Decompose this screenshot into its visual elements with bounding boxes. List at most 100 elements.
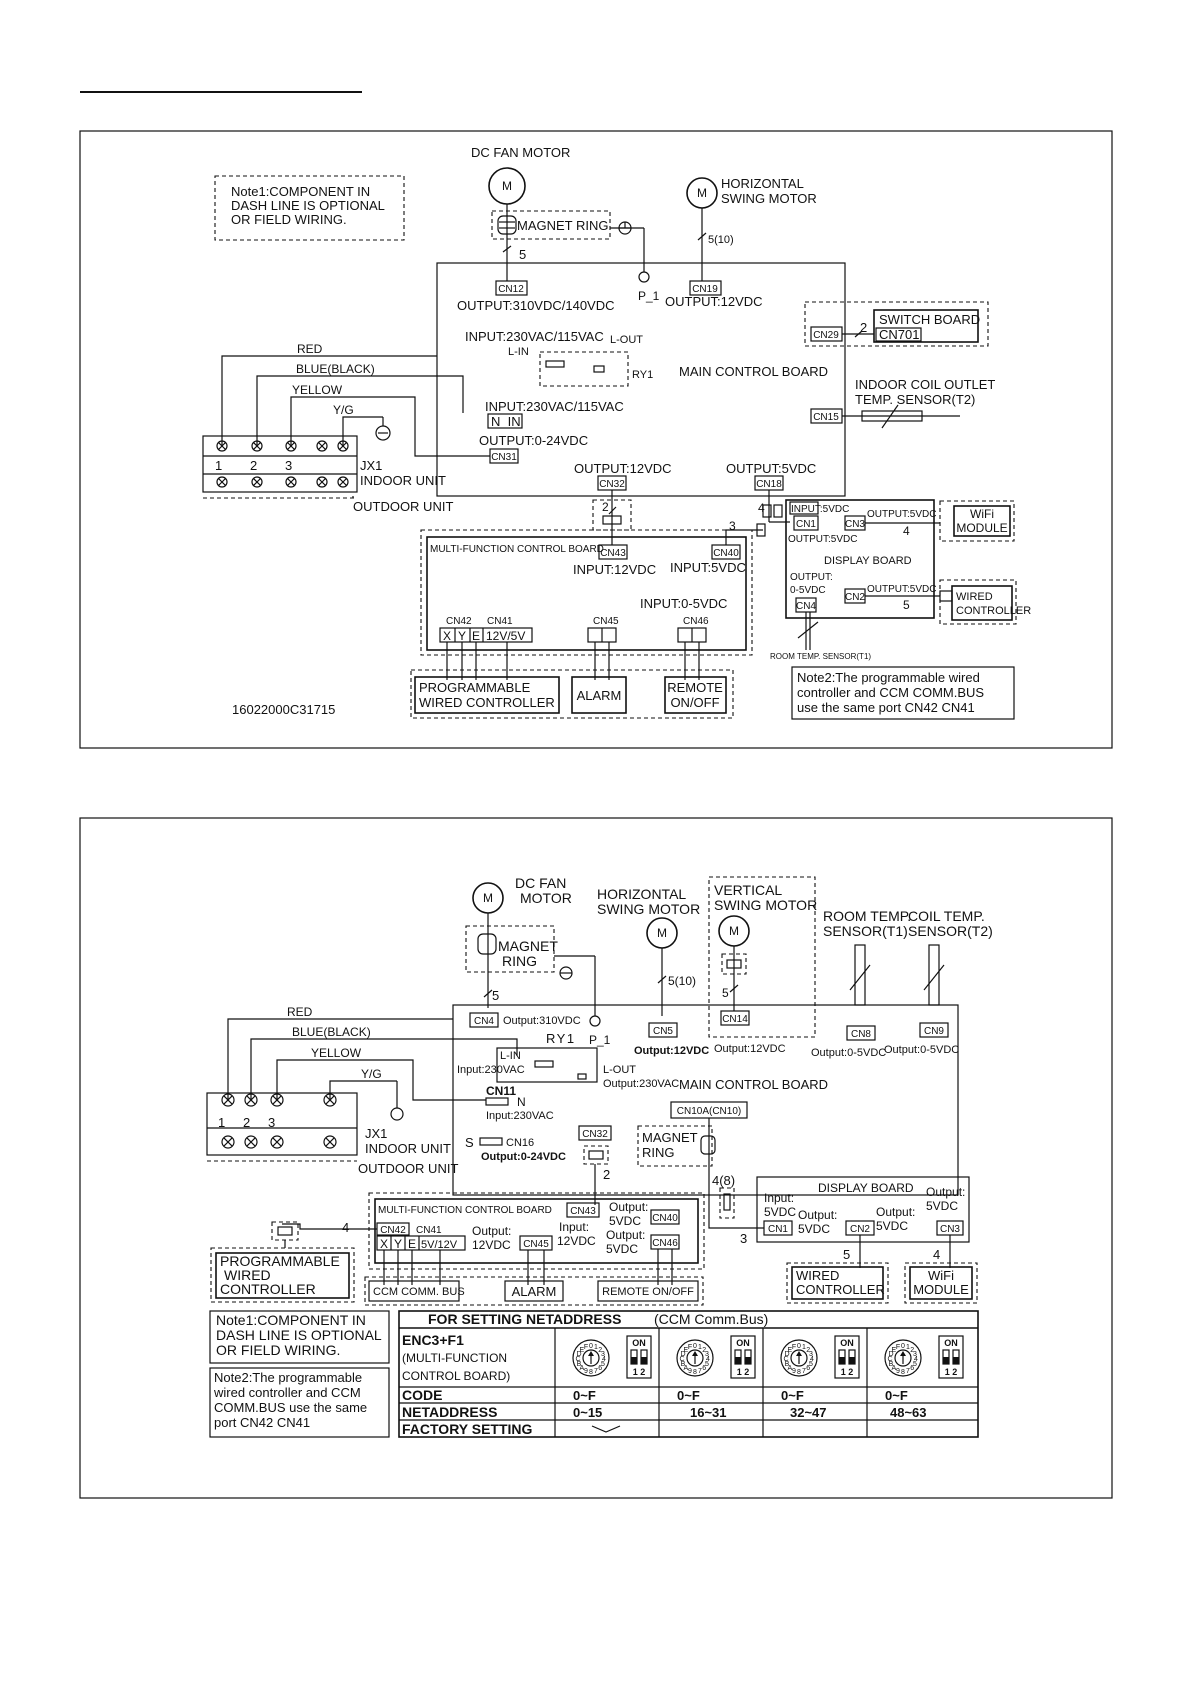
mfcb-label: MULTI-FUNCTION CONTROL BOARD bbox=[378, 1205, 552, 1216]
output-5-label: OUTPUT:5VDC bbox=[867, 584, 936, 595]
dc-fan-motor-label: DC FAN MOTOR bbox=[471, 145, 570, 160]
dial-digit: 9 bbox=[792, 1368, 796, 1375]
dc-fan-label: DC FAN bbox=[515, 875, 566, 891]
cn14-label: CN14 bbox=[722, 1014, 748, 1025]
multi-function-control-board bbox=[374, 1198, 699, 1264]
note1-text: DASH LINE IS OPTIONAL bbox=[231, 198, 385, 213]
note1-text: OR FIELD WIRING. bbox=[216, 1342, 340, 1358]
v5-label: 5VDC bbox=[764, 1205, 796, 1219]
horizontal-label: HORIZONTAL bbox=[721, 176, 804, 191]
note2-text: COMM.BUS use the same bbox=[214, 1400, 367, 1415]
swing-motor-label: SWING MOTOR bbox=[714, 897, 817, 913]
dip-numbers: 1 2 bbox=[841, 1367, 854, 1377]
dial-digit: 8 bbox=[901, 1369, 905, 1376]
output-310-label: OUTPUT:310VDC/140VDC bbox=[457, 298, 615, 313]
input-230-label: INPUT:230VAC/115VAC bbox=[485, 399, 624, 414]
p1-label: P_1 bbox=[589, 1033, 611, 1047]
note1-text: OR FIELD WIRING. bbox=[231, 212, 347, 227]
magnet-label: MAGNET bbox=[498, 938, 558, 954]
t2-sensor bbox=[928, 944, 940, 1006]
row-factory-label: FACTORY SETTING bbox=[402, 1421, 533, 1437]
ring-label: RING bbox=[642, 1145, 675, 1160]
wire-count: 2 bbox=[603, 1167, 610, 1182]
ry1-label: RY1 bbox=[546, 1031, 576, 1046]
wire-yg-label: Y/G bbox=[333, 403, 354, 417]
input-230-label: Input:230VAC bbox=[457, 1064, 525, 1076]
terminal-screw-icon bbox=[337, 476, 349, 488]
v5-label: 5VDC bbox=[798, 1222, 830, 1236]
cn16-label: CN16 bbox=[506, 1137, 534, 1149]
wire-count: 4 bbox=[903, 524, 910, 538]
terminal-3: 3 bbox=[268, 1115, 275, 1130]
rotary-dial-icon bbox=[676, 1339, 714, 1377]
table-title: FOR SETTING NETADDRESS bbox=[428, 1311, 621, 1327]
dial-digit: E bbox=[579, 1347, 584, 1354]
output-label: Output: bbox=[609, 1200, 648, 1214]
dial-digit: 1 bbox=[698, 1344, 702, 1351]
wire-count: 5(10) bbox=[668, 974, 696, 988]
peripherals-dashed bbox=[364, 1276, 704, 1306]
document-code: 16022000C31715 bbox=[232, 702, 335, 717]
vertical-swing-dashed bbox=[708, 876, 816, 1038]
terminal-screw-icon bbox=[221, 1135, 235, 1149]
terminal-screw-icon bbox=[316, 476, 328, 488]
dip-on-label: ON bbox=[632, 1338, 646, 1348]
cn42-label: CN42 bbox=[446, 616, 472, 627]
diagram-2-frame bbox=[79, 817, 1113, 1499]
motor-m: M bbox=[729, 924, 739, 938]
dial-digit: A bbox=[579, 1365, 584, 1372]
motor-m: M bbox=[502, 179, 512, 193]
vertical-label: VERTICAL bbox=[714, 882, 782, 898]
terminal-screw-icon bbox=[323, 1135, 337, 1149]
wire-count: 5 bbox=[492, 988, 499, 1003]
dial-digit: 9 bbox=[584, 1368, 588, 1375]
output-label: OUTPUT: bbox=[790, 572, 833, 583]
terminal-screw-icon bbox=[221, 1093, 235, 1107]
netaddress-cell: 48~63 bbox=[890, 1405, 927, 1420]
magnet-ring-box bbox=[465, 925, 555, 973]
main-control-board-label: MAIN CONTROL BOARD bbox=[679, 364, 828, 379]
horizontal-label: HORIZONTAL bbox=[597, 886, 686, 902]
wired-label: WIRED bbox=[224, 1267, 271, 1283]
note2-box bbox=[209, 1367, 390, 1438]
dial-digit: F bbox=[688, 1344, 692, 1351]
terminal-screw-icon bbox=[270, 1135, 284, 1149]
l-out-label: L-OUT bbox=[610, 334, 643, 346]
terminal-y: Y bbox=[394, 1237, 402, 1251]
cn29-label: CN29 bbox=[813, 330, 839, 341]
output-230-label: Output:230VAC bbox=[603, 1078, 679, 1090]
cn40-label: CN40 bbox=[713, 548, 739, 559]
terminal-y: Y bbox=[458, 629, 466, 643]
jx1-label: JX1 bbox=[365, 1126, 387, 1141]
wire-yellow-label: YELLOW bbox=[311, 1046, 362, 1060]
v12-label: 12VDC bbox=[557, 1234, 596, 1248]
ccm-comm-bus bbox=[368, 1280, 460, 1302]
dial-digit: 2 bbox=[702, 1347, 706, 1354]
peripherals-dashed bbox=[410, 669, 734, 719]
remote-onoff-box bbox=[597, 1280, 699, 1302]
cn43-label: CN43 bbox=[570, 1206, 596, 1217]
note2-text: use the same port CN42 CN41 bbox=[797, 700, 975, 715]
input-5-label: INPUT:5VDC bbox=[670, 560, 746, 575]
ry1-relay-box bbox=[539, 351, 629, 387]
terminal-screw-icon bbox=[316, 440, 328, 452]
note2-text: Note2:The programmable wired bbox=[797, 670, 980, 685]
indoor-unit-label: INDOOR UNIT bbox=[365, 1141, 451, 1156]
dip-on-label: ON bbox=[736, 1338, 750, 1348]
note1-text: DASH LINE IS OPTIONAL bbox=[216, 1327, 382, 1343]
output-0-24-label: Output:0-24VDC bbox=[481, 1151, 566, 1163]
dial-digit: 7 bbox=[802, 1368, 806, 1375]
terminal-3: 3 bbox=[285, 458, 292, 473]
dial-digit: B bbox=[577, 1361, 582, 1368]
wired-controller bbox=[791, 1266, 884, 1300]
switch-board-label: SWITCH BOARD bbox=[879, 312, 980, 327]
dial-digit: 3 bbox=[705, 1351, 709, 1358]
note2-box bbox=[791, 666, 1015, 720]
dial-digit: C bbox=[887, 1356, 892, 1363]
output-12-label: OUTPUT:12VDC bbox=[574, 461, 672, 476]
dial-digit: A bbox=[787, 1365, 792, 1372]
wire-red-label: RED bbox=[297, 342, 323, 356]
display-board bbox=[756, 1176, 970, 1243]
dip-switch-icon bbox=[938, 1335, 964, 1379]
